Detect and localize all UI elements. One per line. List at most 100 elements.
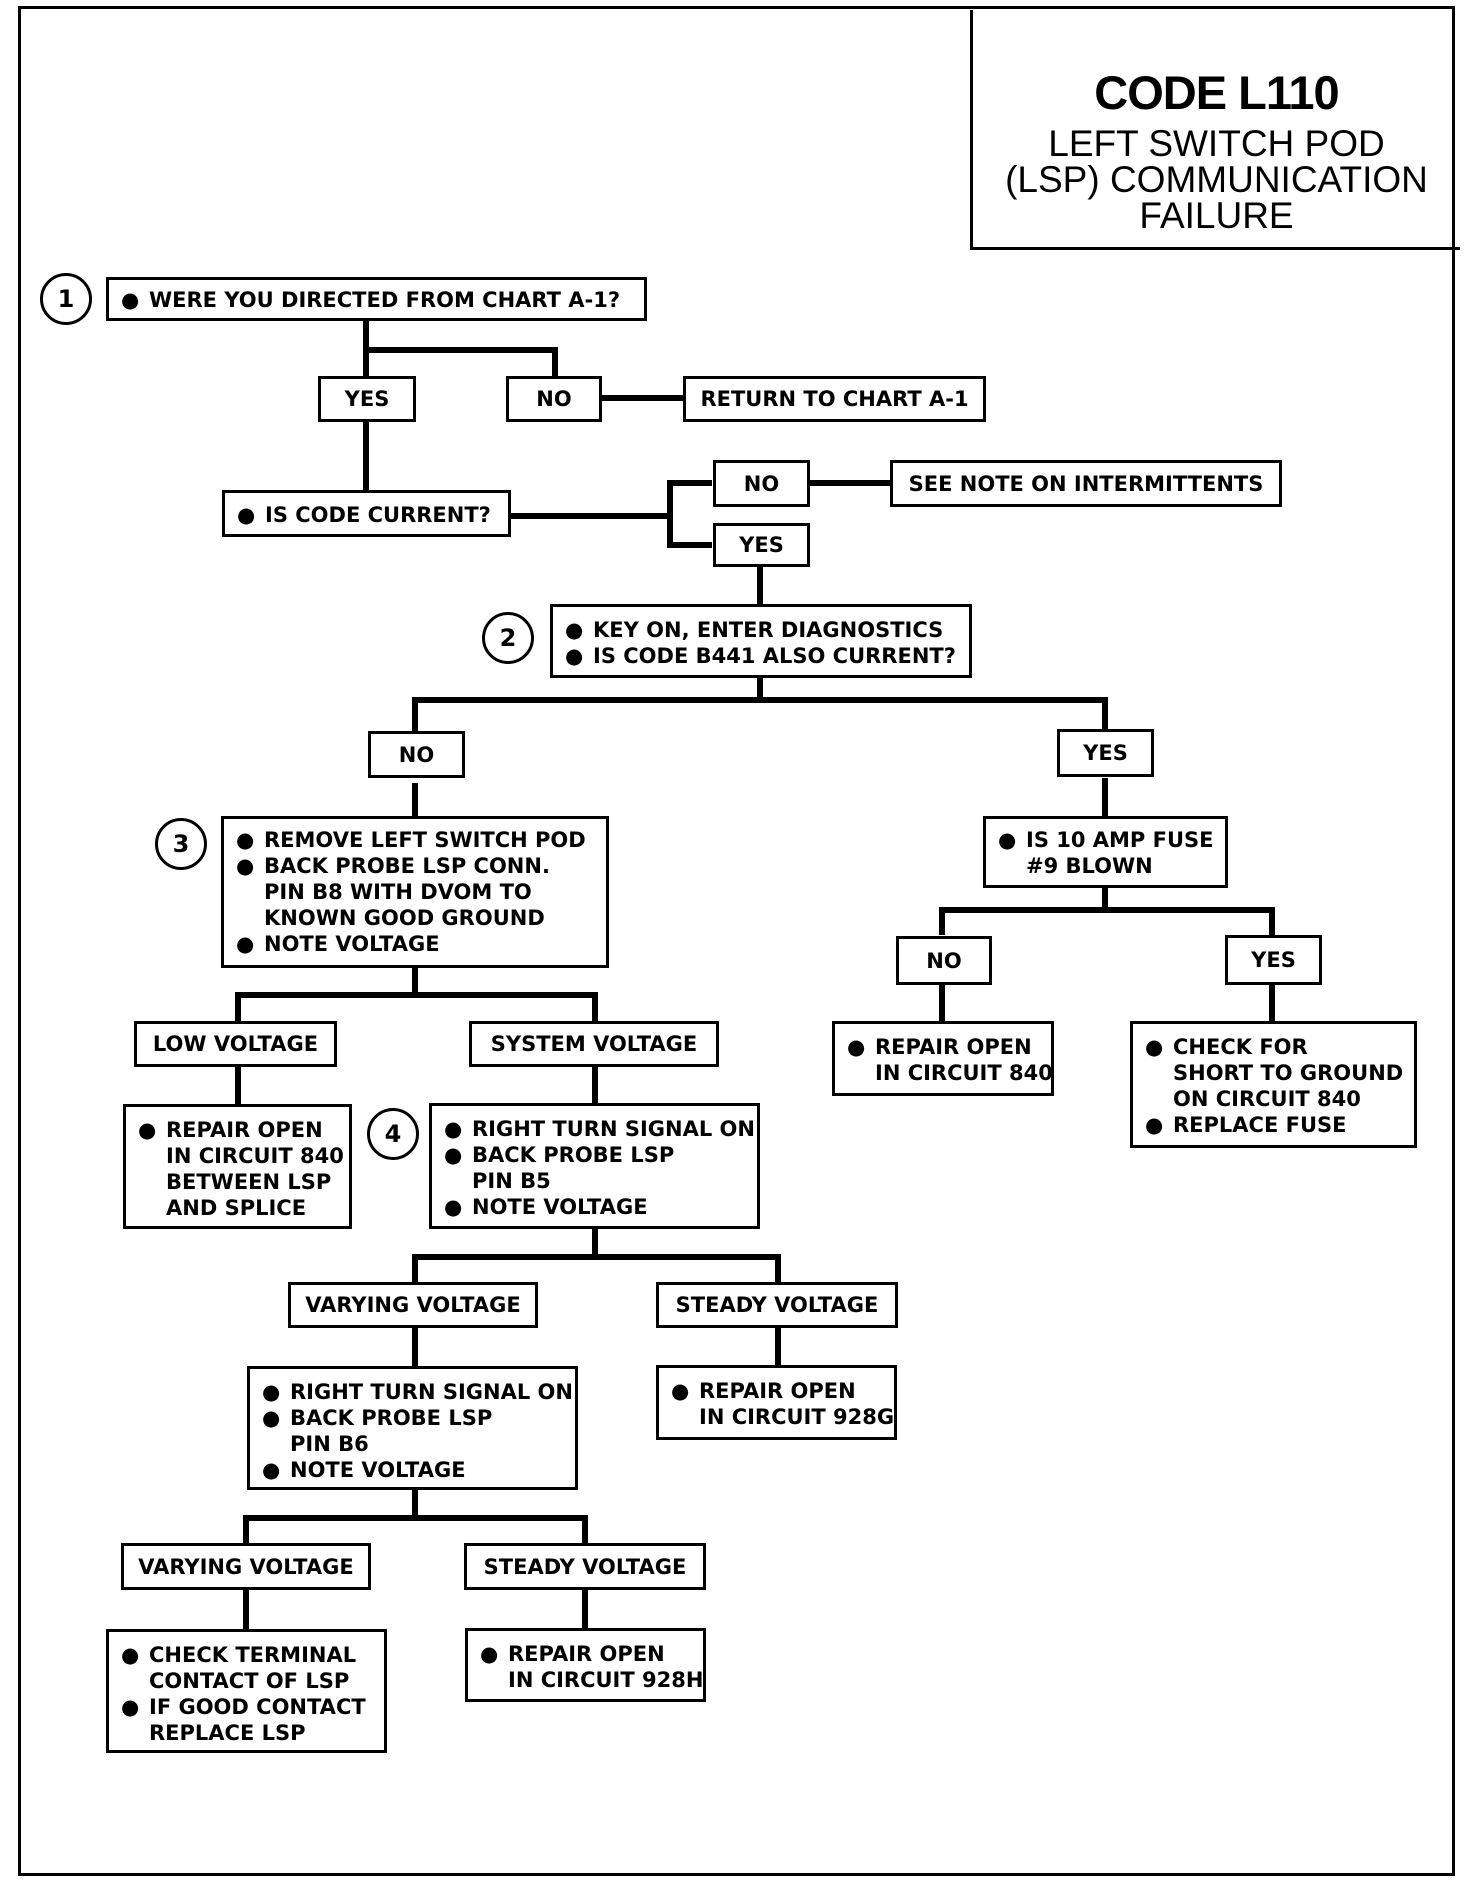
bullet-icon: ● <box>565 618 584 642</box>
result-box-repair-840-splice: ●REPAIR OPEN IN CIRCUIT 840 BETWEEN LSP … <box>123 1104 352 1229</box>
question-box-fuse: ● IS 10 AMP FUSE #9 BLOWN <box>983 816 1228 888</box>
chart-title-line: (LSP) COMMUNICATION <box>1005 159 1428 200</box>
statement-text: NOTE VOLTAGE <box>290 1458 466 1482</box>
statement-text: BACK PROBE LSP <box>290 1406 493 1430</box>
title-box: CODE L110 LEFT SWITCH POD (LSP) COMMUNIC… <box>970 10 1460 250</box>
step-number-badge: 2 <box>482 612 534 664</box>
statement-text: CHECK FOR <box>1173 1035 1308 1059</box>
statement-text: CONTACT OF LSP <box>149 1669 350 1693</box>
statement-text: PIN B6 <box>290 1432 369 1456</box>
statement-text: NOTE VOLTAGE <box>264 932 440 956</box>
result-box-check-terminal: ●CHECK TERMINAL CONTACT OF LSP ●IF GOOD … <box>106 1629 387 1753</box>
statement-text: REPAIR OPEN <box>699 1379 856 1403</box>
no-label-box: NO <box>713 460 810 507</box>
statement-text: IN CIRCUIT 928G <box>699 1405 895 1429</box>
bullet-icon: ● <box>565 644 584 668</box>
instruction-box-back-probe-b8: ● REMOVE LEFT SWITCH POD ● BACK PROBE LSP … <box>221 816 609 968</box>
chart-title-line: LEFT SWITCH POD <box>1048 123 1385 164</box>
yes-label-box: YES <box>713 523 810 567</box>
statement-text: REMOVE LEFT SWITCH POD <box>264 828 586 852</box>
statement-text: KNOWN GOOD GROUND <box>264 906 545 930</box>
result-box-intermittents: SEE NOTE ON INTERMITTENTS <box>890 460 1282 507</box>
bullet-icon: ● <box>262 1380 281 1404</box>
connector <box>235 968 418 1027</box>
page-border <box>18 6 1455 1876</box>
connector <box>939 886 1108 935</box>
connector <box>412 1228 598 1282</box>
bullet-icon: ● <box>444 1117 463 1141</box>
no-label-box: NO <box>506 376 602 422</box>
statement-text: IN CIRCUIT 840 <box>166 1144 344 1168</box>
bullet-icon: ● <box>121 1695 140 1719</box>
result-box-repair-928g: ● REPAIR OPEN IN CIRCUIT 928G <box>656 1365 897 1440</box>
bullet-icon: ● <box>1145 1035 1164 1059</box>
statement-text: #9 BLOWN <box>1026 854 1153 878</box>
statement-text: REPAIR OPEN <box>508 1642 665 1666</box>
statement-text: AND SPLICE <box>166 1196 307 1220</box>
low-voltage-label-box: LOW VOLTAGE <box>134 1021 337 1067</box>
yes-label-box: YES <box>1225 935 1322 985</box>
connector <box>415 1515 588 1543</box>
varying-voltage-label-box: VARYING VOLTAGE <box>121 1543 371 1590</box>
bullet-icon: ● <box>236 828 255 852</box>
chart-title-line: FAILURE <box>1139 195 1294 236</box>
instruction-box-back-probe-b6: ● RIGHT TURN SIGNAL ON ● BACK PROBE LSP PI… <box>247 1366 578 1490</box>
statement-text: IN CIRCUIT 840 <box>875 1061 1053 1085</box>
bullet-icon: ● <box>671 1379 690 1403</box>
statement-text: RIGHT TURN SIGNAL ON <box>472 1117 755 1141</box>
bullet-icon: ● <box>236 932 255 956</box>
instruction-box-back-probe-b5: ●RIGHT TURN SIGNAL ON ●BACK PROBE LSP PI… <box>429 1103 760 1229</box>
result-box-return-chart-a1: RETURN TO CHART A-1 <box>683 376 986 422</box>
bullet-icon: ● <box>237 503 256 527</box>
statement-text: NOTE VOLTAGE <box>472 1195 648 1219</box>
varying-voltage-label-box: VARYING VOLTAGE <box>288 1282 538 1328</box>
statement-text: BACK PROBE LSP <box>472 1143 675 1167</box>
statement-text: IS CODE CURRENT? <box>265 503 491 527</box>
bullet-icon: ● <box>480 1642 499 1666</box>
statement-text: IS 10 AMP FUSE <box>1026 828 1214 852</box>
step-number-badge: 4 <box>367 1108 419 1160</box>
bullet-icon: ● <box>262 1458 281 1482</box>
bullet-icon: ● <box>444 1195 463 1219</box>
statement-text: REPLACE LSP <box>149 1721 306 1745</box>
yes-label-box: YES <box>318 376 416 422</box>
connector <box>363 318 558 380</box>
statement-text: WERE YOU DIRECTED FROM CHART A-1? <box>149 288 621 312</box>
question-box-chart-a1: ● WERE YOU DIRECTED FROM CHART A-1? <box>106 277 647 321</box>
statement-text: IN CIRCUIT 928H <box>508 1668 704 1692</box>
statement-text: KEY ON, ENTER DIAGNOSTICS <box>593 618 944 642</box>
bullet-icon: ● <box>998 828 1017 852</box>
result-box-repair-840: ●REPAIR OPEN IN CIRCUIT 840 <box>832 1021 1054 1096</box>
statement-text: REPAIR OPEN <box>166 1118 323 1142</box>
bullet-icon: ● <box>847 1035 866 1059</box>
system-voltage-label-box: SYSTEM VOLTAGE <box>469 1021 719 1067</box>
statement-text: ON CIRCUIT 840 <box>1173 1087 1361 1111</box>
connector <box>412 678 763 735</box>
connector <box>760 697 1108 730</box>
statement-text: REPLACE FUSE <box>1173 1113 1347 1137</box>
no-label-box: NO <box>896 936 992 985</box>
statement-text: PIN B8 WITH DVOM TO <box>264 880 532 904</box>
no-label-box: NO <box>368 731 465 778</box>
steady-voltage-label-box: STEADY VOLTAGE <box>464 1543 706 1590</box>
bullet-icon: ● <box>121 1643 140 1667</box>
bullet-icon: ● <box>138 1118 157 1142</box>
bullet-icon: ● <box>121 288 140 312</box>
connector <box>1105 907 1275 935</box>
result-box-repair-928h: ● REPAIR OPEN IN CIRCUIT 928H <box>465 1628 706 1702</box>
chart-title: LEFT SWITCH POD (LSP) COMMUNICATION FAIL… <box>973 123 1460 236</box>
result-box-short-to-ground: ●CHECK FOR SHORT TO GROUND ON CIRCUIT 84… <box>1130 1021 1417 1148</box>
bullet-icon: ● <box>444 1143 463 1167</box>
question-box-b441: ●KEY ON, ENTER DIAGNOSTICS ●IS CODE B441… <box>550 604 972 678</box>
chart-code: CODE L110 <box>1094 66 1339 119</box>
statement-text: RIGHT TURN SIGNAL ON <box>290 1380 573 1404</box>
connector <box>415 992 598 1027</box>
step-number-badge: 1 <box>40 273 92 325</box>
bullet-icon: ● <box>1145 1113 1164 1137</box>
bullet-icon: ● <box>236 854 255 878</box>
statement-text: IF GOOD CONTACT <box>149 1695 366 1719</box>
connector <box>595 1254 781 1282</box>
question-box-code-current: ● IS CODE CURRENT? <box>222 490 511 537</box>
statement-text: BACK PROBE LSP CONN. <box>264 854 550 878</box>
